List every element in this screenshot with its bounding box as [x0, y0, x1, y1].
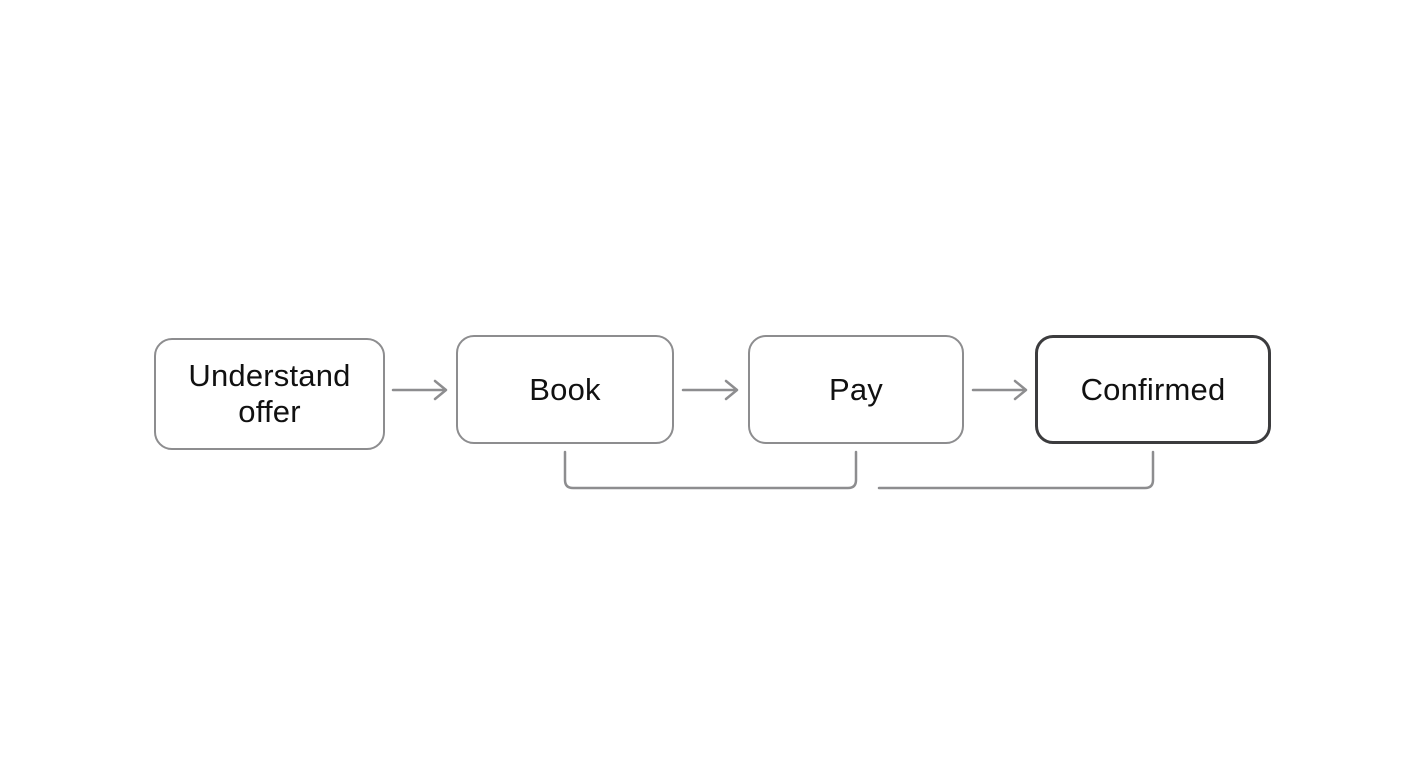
step-pay: Pay [748, 335, 964, 444]
step-label: Pay [828, 371, 884, 407]
arrow-book-to-pay [681, 379, 739, 401]
step-confirmed: Confirmed [1035, 335, 1271, 444]
step-book: Book [456, 335, 674, 444]
bracket-book-pay [563, 450, 858, 490]
step-label: Confirmed [1080, 371, 1226, 407]
step-understand-offer: Understand offer [154, 338, 385, 450]
bracket-pay-confirmed [877, 450, 1155, 490]
arrow-pay-to-confirmed [971, 379, 1028, 401]
step-label: Understand offer [188, 358, 351, 429]
arrow-understand-to-book [391, 379, 448, 401]
step-label: Book [529, 371, 601, 407]
